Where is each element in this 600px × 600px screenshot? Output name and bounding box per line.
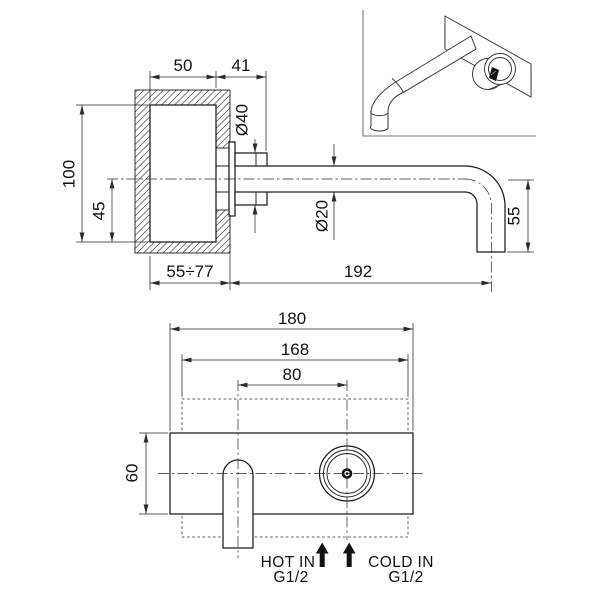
dim-body-width: 168 bbox=[181, 340, 409, 397]
spout-tube bbox=[267, 165, 506, 253]
dim-spout-reach: 192 bbox=[230, 262, 491, 286]
dim-label-80: 80 bbox=[283, 365, 302, 384]
dim-spout-diameter: Ø20 bbox=[312, 144, 337, 240]
iso-frame bbox=[362, 10, 536, 137]
dim-escutcheon-diameter: Ø40 bbox=[232, 104, 258, 233]
iso-cartridge-stem bbox=[489, 67, 499, 81]
dim-label-100: 100 bbox=[59, 160, 78, 188]
dim-spout-to-handle: 80 bbox=[238, 365, 347, 388]
dim-label-55: 55 bbox=[504, 207, 523, 226]
side-section-view: 50 41 Ø40 100 45 bbox=[59, 56, 534, 294]
dim-spout-drop: 55 bbox=[504, 179, 534, 253]
dim-label-d40: Ø40 bbox=[232, 104, 251, 136]
hot-in-text: HOT IN bbox=[261, 554, 316, 571]
front-centerlines bbox=[158, 380, 424, 558]
spout-centerline bbox=[107, 178, 492, 294]
dim-label-168: 168 bbox=[281, 340, 309, 359]
dim-label-50: 50 bbox=[174, 56, 193, 75]
dim-plate-width: 180 bbox=[169, 309, 414, 431]
escutcheon-ring-bottom bbox=[234, 191, 268, 206]
valve-body-clearing bbox=[216, 148, 230, 210]
front-view: 180 168 80 60 HOT IN G1/2 bbox=[122, 309, 433, 586]
dim-body-height: 100 bbox=[59, 104, 148, 243]
iso-handle-knob bbox=[472, 53, 516, 90]
dim-label-60: 60 bbox=[122, 464, 141, 483]
dim-label-d20: Ø20 bbox=[312, 200, 331, 232]
hot-inlet-label: HOT IN G1/2 bbox=[261, 542, 329, 586]
dim-label-45: 45 bbox=[89, 202, 108, 221]
dim-trim-depth: 41 bbox=[216, 56, 267, 151]
recess-box bbox=[149, 104, 217, 243]
hot-up-arrow-icon bbox=[315, 542, 329, 567]
iso-spout-seams bbox=[370, 78, 404, 117]
dim-label-55-77: 55÷77 bbox=[166, 262, 213, 281]
dim-label-41: 41 bbox=[232, 56, 251, 75]
cold-up-arrow-icon bbox=[342, 542, 356, 567]
dim-label-180: 180 bbox=[278, 309, 306, 328]
dim-label-192: 192 bbox=[344, 262, 372, 281]
dim-axis-to-bottom: 45 bbox=[89, 179, 115, 242]
isometric-view bbox=[362, 10, 536, 137]
escutcheon-ring-top bbox=[234, 152, 268, 167]
cold-thread-text: G1/2 bbox=[388, 569, 423, 586]
dim-recess-depth-range: 55÷77 bbox=[149, 253, 231, 290]
iso-spout bbox=[370, 35, 477, 132]
cold-in-text: COLD IN bbox=[368, 554, 434, 571]
hot-thread-text: G1/2 bbox=[273, 569, 308, 586]
dim-box-width: 50 bbox=[149, 56, 217, 101]
wall-hatch bbox=[135, 90, 230, 253]
dim-plate-height: 60 bbox=[122, 432, 168, 515]
valve-body-lines bbox=[216, 165, 230, 193]
cold-inlet-label: COLD IN G1/2 bbox=[342, 542, 434, 586]
